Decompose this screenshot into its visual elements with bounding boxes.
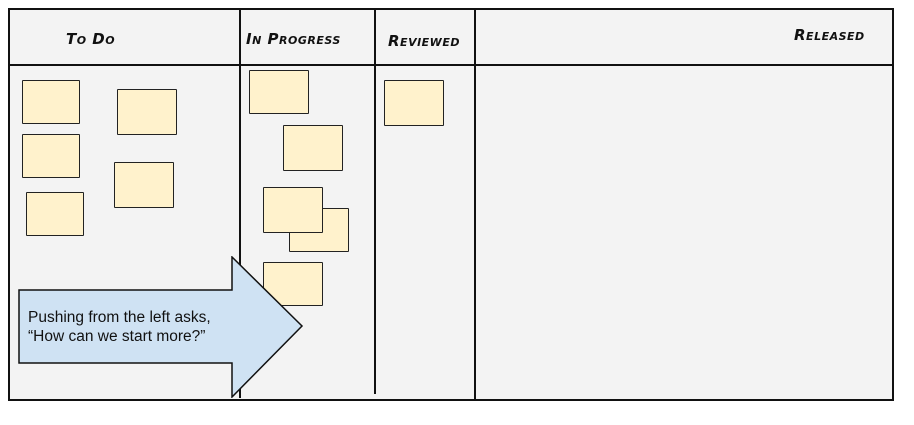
push-arrow [18, 256, 304, 398]
sticky-note[interactable] [249, 70, 309, 114]
sticky-note[interactable] [22, 134, 80, 178]
column-divider-2 [374, 8, 376, 394]
callout-text: Pushing from the left asks, “How can we … [28, 308, 248, 346]
sticky-note[interactable] [22, 80, 80, 124]
sticky-note[interactable] [384, 80, 444, 126]
sticky-note[interactable] [117, 89, 177, 135]
sticky-note[interactable] [283, 125, 343, 171]
callout-line-2: “How can we start more?” [28, 328, 206, 345]
column-title-reviewed: Reviewed [388, 32, 460, 50]
sticky-note[interactable] [263, 187, 323, 233]
column-title-in-progress: In Progress [246, 30, 341, 48]
sticky-note[interactable] [26, 192, 84, 236]
sticky-note[interactable] [114, 162, 174, 208]
callout-line-1: Pushing from the left asks, [28, 309, 211, 326]
column-title-released: Released [794, 26, 865, 44]
header-divider [8, 64, 894, 66]
column-divider-3 [474, 8, 476, 401]
column-divider-1 [239, 8, 241, 398]
column-title-todo: To Do [66, 30, 116, 48]
